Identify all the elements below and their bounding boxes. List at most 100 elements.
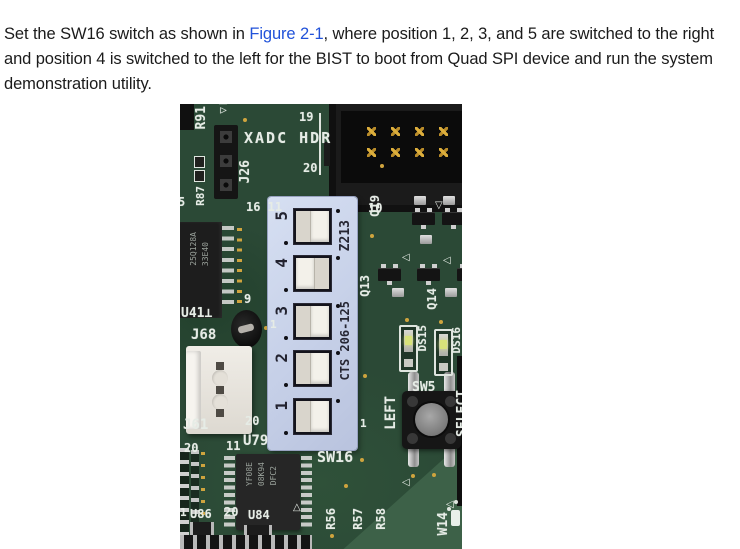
switch-nub-right (309, 211, 329, 242)
connector-gold-pin (415, 127, 424, 136)
silkscreen-label: 19 (299, 110, 314, 124)
silkscreen-label: XADC HDR (244, 129, 333, 147)
led-ds15 (399, 325, 418, 372)
via-dot (380, 164, 384, 168)
component-strip (191, 450, 199, 546)
connector-cavity (341, 111, 462, 183)
resistor-footprint (194, 156, 205, 168)
button-corner (445, 433, 456, 444)
silkscreen-label: 16 11 (246, 200, 283, 214)
via-dot (330, 534, 334, 538)
switch-dot (336, 256, 340, 260)
switch-dot (336, 399, 340, 403)
flash-chip-pads (237, 228, 242, 310)
connector-hole (212, 394, 228, 410)
instruction-paragraph: Set the SW16 switch as shown in Figure 2… (4, 22, 738, 97)
switch-opening-1 (293, 398, 332, 435)
via-dot (370, 234, 374, 238)
silkscreen-label: Q13 (358, 275, 372, 297)
transistor (412, 208, 435, 229)
via-dot (411, 474, 415, 478)
xadc-header-connector (324, 104, 462, 212)
transistor (457, 264, 462, 281)
silkscreen-label: 1 (180, 506, 187, 519)
cutoff-components (180, 535, 312, 549)
switch-nub-right (309, 401, 329, 432)
board-photo: 25Q128A 33E40 Z213 CTS 206-125 (180, 104, 462, 549)
switch-position-number: 1 (272, 401, 291, 411)
fiducial-triangle-icon: ▽ (435, 200, 443, 211)
switch-opening-5 (293, 208, 332, 245)
button-plunger (415, 403, 448, 436)
connector-wall (186, 351, 201, 429)
switch-nub-left (296, 258, 316, 289)
j26-header (214, 125, 238, 199)
w14-pad (451, 510, 460, 526)
round-capacitor (231, 310, 262, 348)
connector-pin (216, 362, 224, 370)
via-dot (264, 326, 268, 330)
silkscreen-label: R58 (374, 508, 388, 530)
switch-opening-2 (293, 350, 332, 387)
connector-gold-pin (391, 148, 400, 157)
flash-chip-marking: 33E40 (201, 242, 210, 267)
silkscreen-label: 9 (244, 292, 252, 306)
corner-component (180, 104, 194, 130)
button-corner (445, 396, 456, 407)
silkscreen-label: LEFT (383, 396, 399, 430)
fiducial-triangle-icon: ◁ (446, 499, 454, 510)
u79-chip (236, 454, 300, 530)
silkscreen-label: U84 (248, 508, 270, 522)
j61-connector (186, 346, 252, 434)
silkscreen-label: SELECT (455, 390, 462, 437)
flash-chip-marking: 25Q128A (189, 232, 198, 266)
figure-2-1-link[interactable]: Figure 2-1 (249, 24, 324, 43)
via-dot (405, 318, 409, 322)
button-leg (444, 372, 455, 394)
silkscreen-label: DS15 (416, 325, 429, 352)
button-leg (408, 445, 419, 467)
dip-switch-marking: CTS 206-125 (338, 301, 352, 381)
silkscreen-label: SW16 (317, 448, 354, 466)
switch-slider-1 (296, 401, 329, 432)
led-pad (404, 359, 413, 367)
transistor (378, 264, 401, 285)
switch-dot (336, 351, 340, 355)
u79-chip-marking: 08K94 (257, 462, 266, 487)
transistor (417, 264, 440, 285)
connector-gold-pin (391, 127, 400, 136)
u79-chip-marking: YF08E (245, 462, 254, 487)
switch-position-number: 3 (272, 306, 291, 316)
pad-strip (201, 452, 205, 544)
silkscreen-label: R87 (194, 186, 207, 206)
connector-gold-pin (367, 127, 376, 136)
switch-dot (284, 431, 288, 435)
switch-opening-4 (293, 255, 332, 292)
via-dot (360, 458, 364, 462)
silkscreen-label: R57 (351, 508, 365, 530)
header-pin (220, 155, 232, 167)
button-leg (444, 445, 455, 467)
switch-dot (284, 336, 288, 340)
silkscreen-label: 5 (180, 195, 186, 209)
u86-chip (190, 522, 214, 536)
silkscreen-label: 10 (368, 201, 383, 215)
solder-pad (420, 235, 432, 244)
silkscreen-label: 20 (184, 441, 199, 455)
silkscreen-label: Q19 (368, 195, 382, 217)
capacitor-highlight (237, 323, 255, 334)
led-chip (440, 340, 447, 349)
connector-gold-pin (367, 148, 376, 157)
header-pin (220, 179, 232, 191)
via-dot (439, 320, 443, 324)
u79-pins-left (224, 456, 235, 528)
qspi-flash-chip (180, 222, 222, 318)
silkscreen-label: 20 (303, 161, 318, 175)
connector-pin (216, 409, 224, 417)
switch-slider-2 (296, 353, 329, 384)
solder-pad (414, 196, 426, 205)
switch-dot (336, 304, 340, 308)
switch-dot (284, 241, 288, 245)
switch-opening-3 (293, 303, 332, 340)
silkscreen-label: U79 (243, 433, 269, 449)
